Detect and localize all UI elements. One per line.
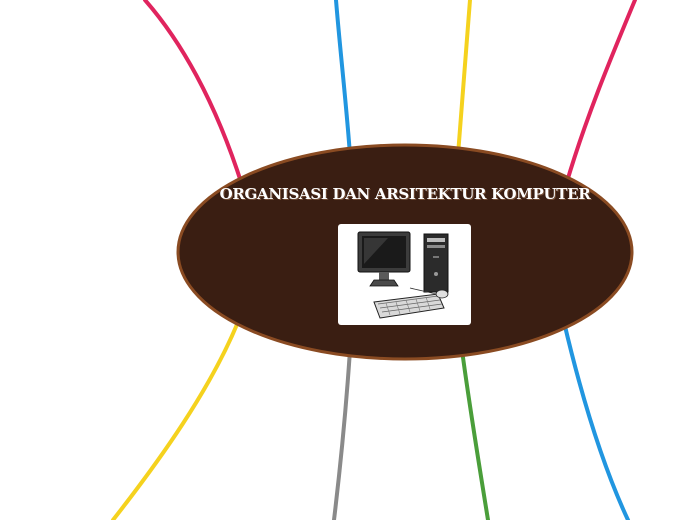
central-topic-title: ORGANISASI DAN ARSITEKTUR KOMPUTER [219,185,591,203]
branch-bottom-center-left[interactable] [332,348,352,520]
branch-bottom-left[interactable] [111,320,240,520]
branch-top-center-left[interactable] [334,0,352,157]
branch-bottom-right[interactable] [562,320,630,520]
branch-top-center-right[interactable] [456,0,472,157]
desktop-computer-icon [357,231,449,319]
central-topic-node[interactable]: ORGANISASI DAN ARSITEKTUR KOMPUTER [176,143,634,361]
branch-bottom-center-right[interactable] [460,348,490,520]
computer-picture [338,224,471,325]
branch-top-right[interactable] [564,0,637,187]
branch-top-left[interactable] [143,0,244,187]
